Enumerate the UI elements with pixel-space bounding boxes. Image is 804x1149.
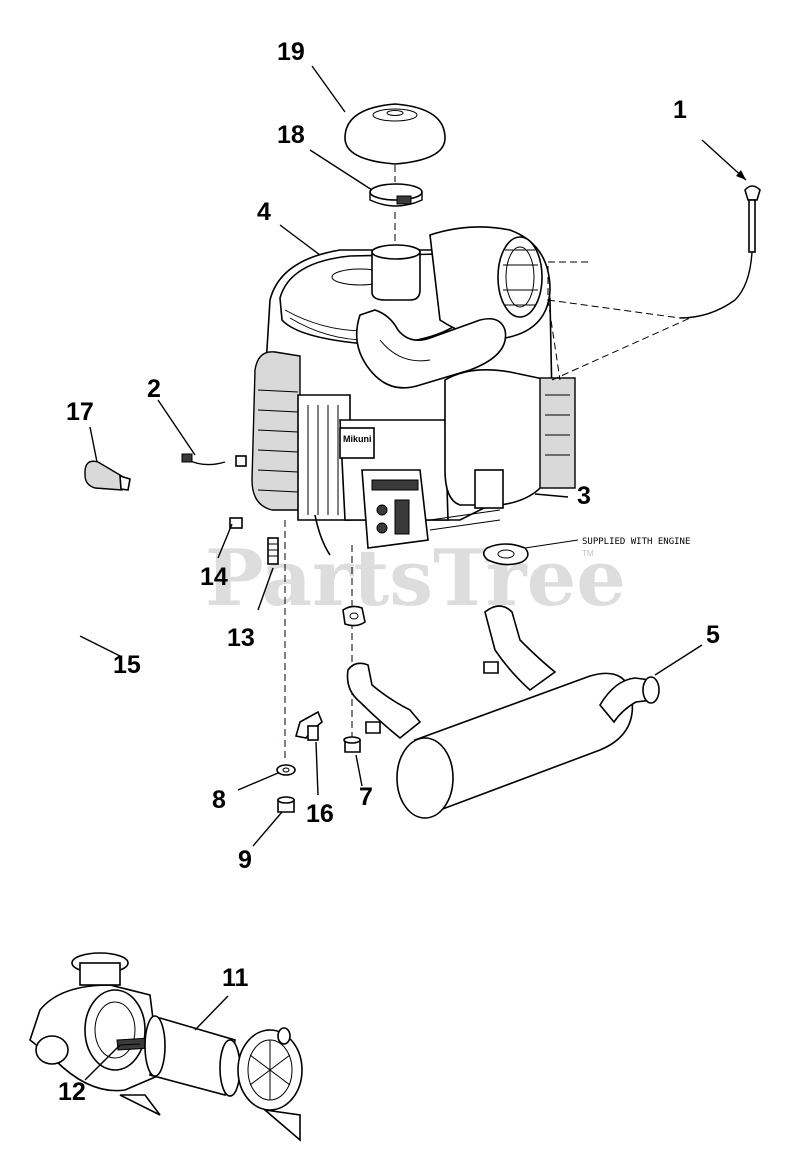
leader-lines xyxy=(79,65,747,1081)
callout-5: 5 xyxy=(706,621,720,649)
callout-11: 11 xyxy=(222,964,249,992)
part-2-wire[interactable] xyxy=(181,453,247,467)
part-16-fitting[interactable] xyxy=(294,710,323,741)
part-15-fuel-line[interactable] xyxy=(37,483,276,775)
callout-2: 2 xyxy=(147,375,161,403)
part-9-nut[interactable] xyxy=(277,796,295,813)
callout-numbers: 1 2 3 4 5 7 8 9 11 12 13 14 15 16 17 18 … xyxy=(58,38,720,1106)
callout-14: 14 xyxy=(200,563,228,591)
callout-18: 18 xyxy=(277,121,305,149)
supplied-with-engine-note: SUPPLIED WITH ENGINE xyxy=(582,537,690,547)
callout-15: 15 xyxy=(113,651,141,679)
callout-12: 12 xyxy=(58,1078,86,1106)
callout-9: 9 xyxy=(238,846,252,874)
callout-4: 4 xyxy=(257,198,271,226)
part-5-muffler[interactable] xyxy=(346,605,660,819)
part-13-stud[interactable] xyxy=(267,537,279,565)
callout-1: 1 xyxy=(673,96,687,124)
watermark-trademark: TM xyxy=(582,549,594,558)
callout-16: 16 xyxy=(306,800,334,828)
engine-brand-label: Mikuni xyxy=(343,434,372,444)
engine-assembly[interactable]: Mikuni xyxy=(251,226,576,556)
callout-17: 17 xyxy=(66,398,94,426)
part-11-filter-element[interactable] xyxy=(144,1015,241,1097)
part-19-air-cleaner-cover[interactable] xyxy=(344,103,446,165)
part-1-dipstick[interactable] xyxy=(679,185,761,319)
callout-19: 19 xyxy=(277,38,305,66)
callout-7: 7 xyxy=(359,783,373,811)
part-7-nuts[interactable] xyxy=(343,661,499,753)
part-17-plug-boot[interactable] xyxy=(84,460,131,491)
callout-3: 3 xyxy=(577,482,591,510)
callout-8: 8 xyxy=(212,786,226,814)
air-filter-detail[interactable] xyxy=(29,952,161,1116)
part-14-clip[interactable] xyxy=(229,517,243,529)
exhaust-gasket-lower[interactable] xyxy=(342,605,366,627)
callout-13: 13 xyxy=(227,624,255,652)
exhaust-gasket-upper[interactable] xyxy=(482,543,529,566)
part-8-washer[interactable] xyxy=(276,764,296,776)
air-filter-end-cap[interactable] xyxy=(237,1027,303,1142)
part-18-clamp[interactable] xyxy=(369,183,423,207)
